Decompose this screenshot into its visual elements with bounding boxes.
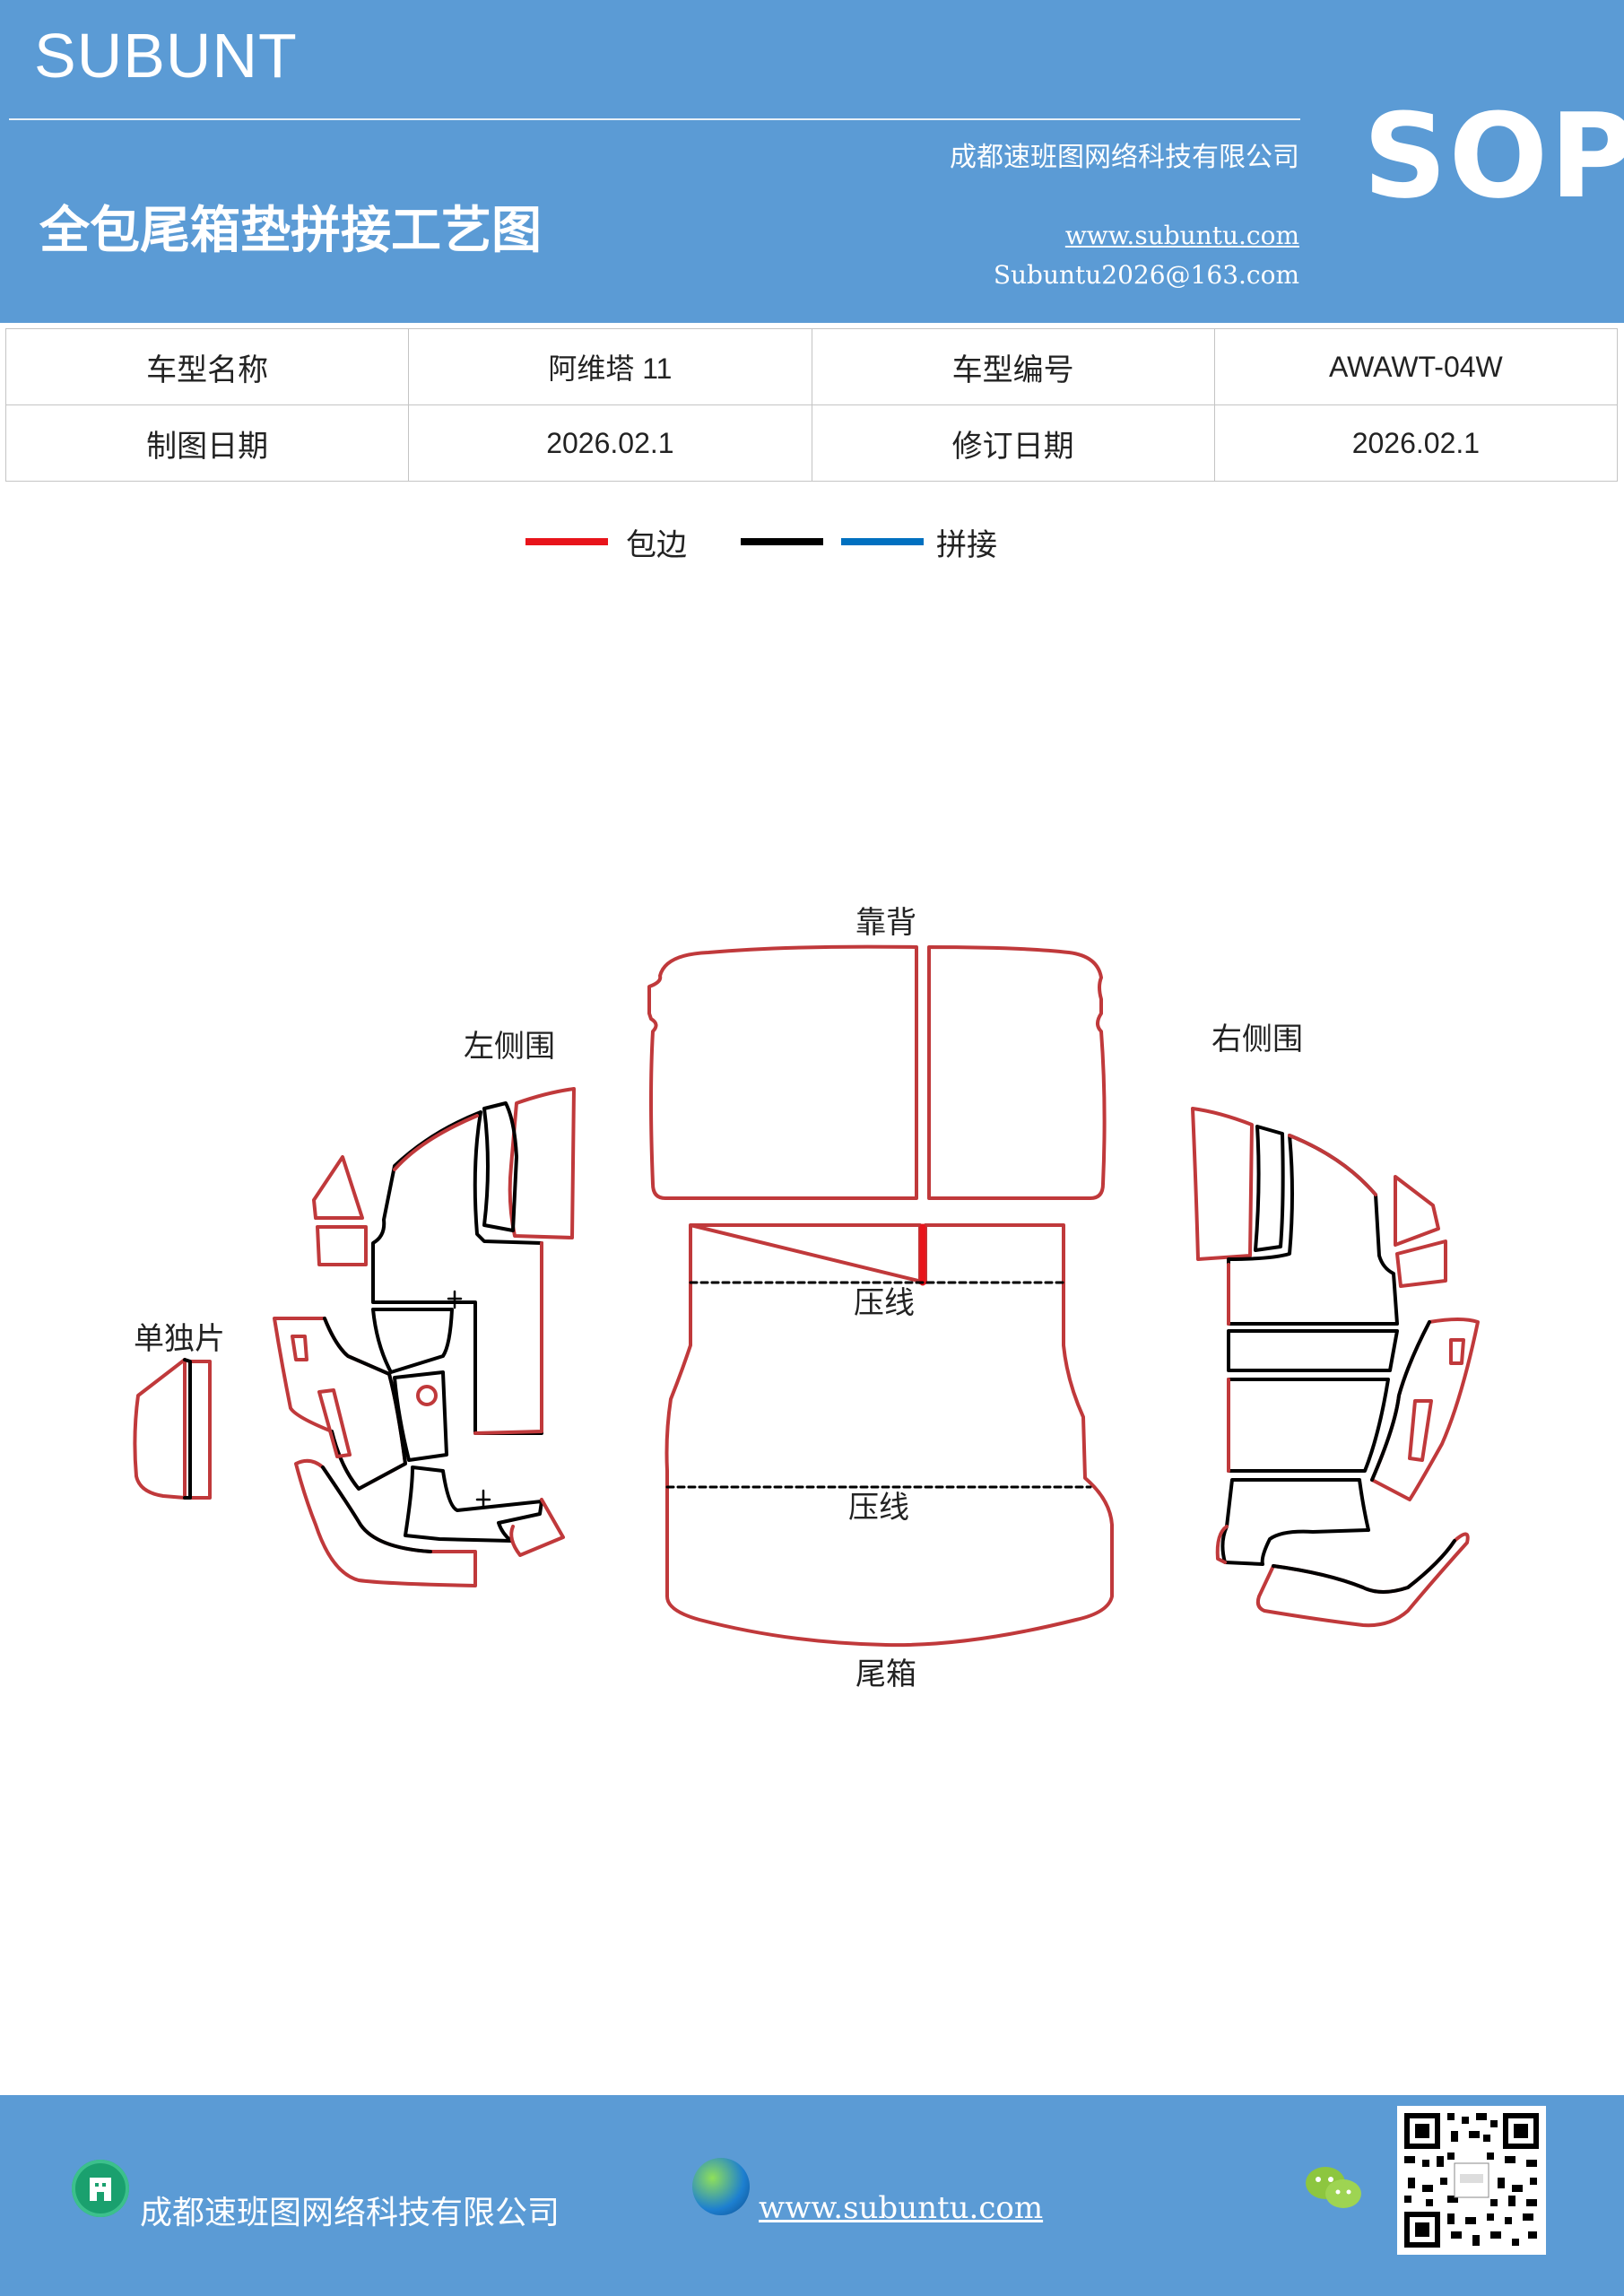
left-bottom-block [404, 1465, 543, 1543]
legend-edge-label: 包边 [626, 527, 687, 563]
right-band-2 [1227, 1378, 1390, 1473]
single-piece-label: 单独片 [134, 1321, 225, 1357]
legend-splice-label: 拼接 [936, 527, 997, 563]
right-long-slot [1408, 1399, 1433, 1462]
left-small-rect [316, 1225, 368, 1266]
backrest-left-panel [647, 944, 918, 1200]
website-link[interactable]: www.subuntu.com [1064, 221, 1299, 250]
right-front-inner [1370, 1320, 1431, 1482]
right-side-pieces [1191, 1107, 1480, 1628]
document-title: 全包尾箱垫拼接工艺图 [39, 201, 542, 260]
model-code-label: 车型编号 [811, 328, 1215, 405]
right-top-inner [1227, 1134, 1399, 1326]
email-address: Subuntu2026@163.com [993, 260, 1299, 290]
right-small-rect [1395, 1239, 1447, 1288]
crease-label-lower: 压线 [848, 1490, 909, 1526]
left-bottom-inner [321, 1465, 432, 1553]
right-small-triangle [1394, 1175, 1440, 1247]
left-long-slot [317, 1388, 352, 1458]
model-name-label: 车型名称 [4, 328, 410, 405]
right-bottom-block [1220, 1478, 1370, 1566]
legend-black-line [741, 538, 823, 545]
header-banner: SUBUNT 成都速班图网络科技有限公司 全包尾箱垫拼接工艺图 www.subu… [0, 0, 1624, 323]
footer-website-link[interactable]: www.subuntu.com [759, 2190, 1044, 2226]
crease-label-upper: 压线 [854, 1285, 915, 1321]
revise-date-label: 修订日期 [811, 404, 1215, 482]
brand-name: SUBUNT [34, 21, 298, 91]
left-split-mark-upper [447, 1290, 463, 1309]
table-row: 车型名称 阿维塔 11 车型编号 AWAWT-04W [4, 328, 1619, 405]
legend-blue-line [841, 538, 924, 545]
draw-date-label: 制图日期 [4, 404, 410, 482]
right-side-label: 右侧围 [1211, 1022, 1303, 1057]
globe-icon [692, 2158, 750, 2215]
single-pieces [133, 1358, 212, 1500]
left-round-block [393, 1370, 448, 1462]
left-hole [416, 1385, 438, 1406]
info-table: 车型名称 阿维塔 11 车型编号 AWAWT-04W 制图日期 2026.02.… [4, 328, 1619, 482]
right-top-tall [1191, 1107, 1254, 1261]
left-top-red-edge [393, 1114, 543, 1435]
backrest-right-panel [927, 945, 1107, 1200]
right-band-1 [1227, 1329, 1399, 1372]
right-bottom-arch [1255, 1532, 1470, 1628]
trunk-mat [664, 1223, 1114, 1648]
left-split-mark-lower [475, 1489, 491, 1509]
backrest-label: 靠背 [855, 905, 916, 941]
right-bottom-inner [1272, 1539, 1456, 1594]
single-piece-separator [183, 1358, 192, 1500]
single-piece-left [133, 1358, 187, 1500]
line-legend: 包边 拼接 [0, 520, 1624, 574]
company-name: 成都速班图网络科技有限公司 [950, 142, 1299, 173]
left-side-pieces [273, 1087, 576, 1587]
model-code-value: AWAWT-04W [1213, 328, 1619, 405]
header-divider [9, 118, 1300, 120]
backrest-panels [647, 944, 1107, 1200]
left-bottom-tab [509, 1498, 565, 1557]
right-vent-slot [1449, 1338, 1465, 1365]
right-bottom-tab [1215, 1525, 1229, 1564]
left-middle-block [371, 1308, 454, 1374]
revise-date-value: 2026.02.1 [1213, 404, 1619, 482]
model-name-value: 阿维塔 11 [408, 328, 812, 405]
wechat-icon[interactable] [1302, 2161, 1365, 2215]
left-bottom-arch [294, 1458, 477, 1587]
left-vent-slot [291, 1335, 308, 1361]
single-piece-right [188, 1360, 212, 1500]
company-building-icon [72, 2160, 129, 2217]
left-small-triangle [312, 1155, 364, 1220]
qr-code-icon [1397, 2106, 1546, 2255]
trunk-label: 尾箱 [855, 1657, 916, 1692]
left-side-label: 左侧围 [464, 1029, 555, 1065]
right-top-strip [1254, 1125, 1285, 1252]
footer-company-name: 成都速班图网络科技有限公司 [140, 2195, 560, 2231]
left-top-strip [482, 1101, 518, 1232]
right-top-red-edge [1227, 1134, 1377, 1326]
legend-red-line [525, 538, 608, 545]
footer-banner: 成都速班图网络科技有限公司 www.subuntu.com [0, 2095, 1624, 2296]
table-row: 制图日期 2026.02.1 修订日期 2026.02.1 [4, 404, 1619, 482]
sop-badge: SOP [1363, 88, 1624, 224]
draw-date-value: 2026.02.1 [408, 404, 812, 482]
left-top-tall [508, 1087, 576, 1239]
